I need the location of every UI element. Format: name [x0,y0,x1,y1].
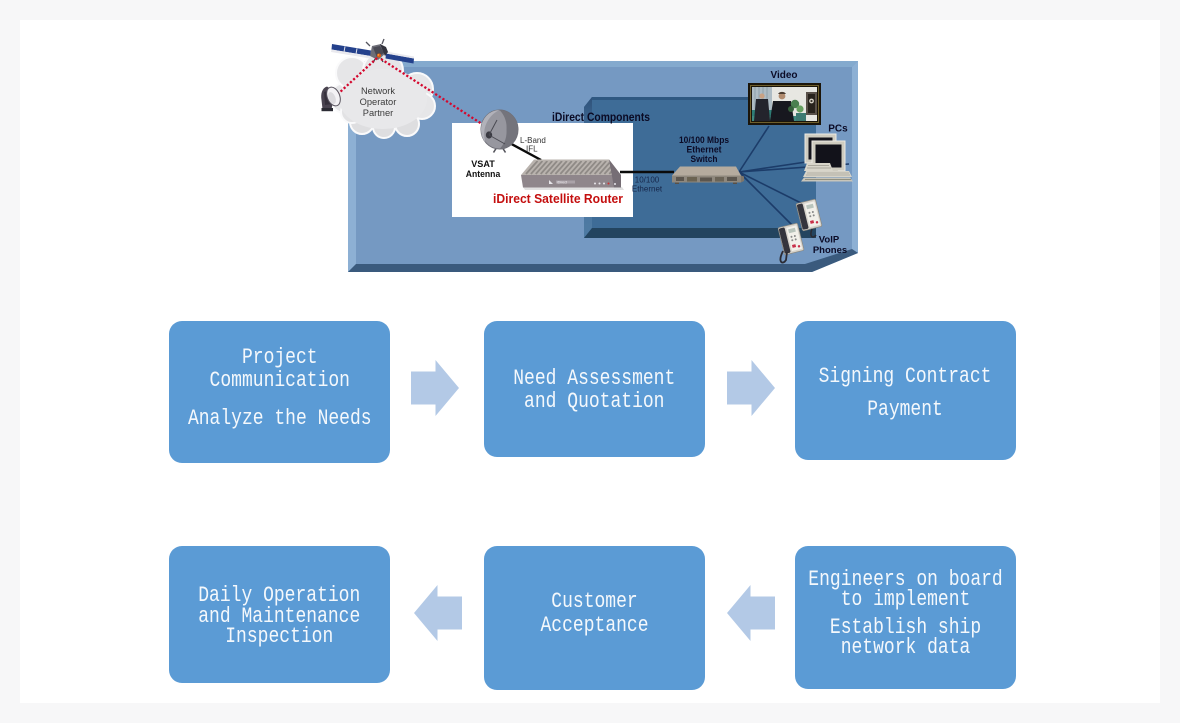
svg-text:10/100 Mbps: 10/100 Mbps [679,135,729,146]
svg-text:iDirect: iDirect [557,181,567,185]
svg-text:10/100: 10/100 [635,176,660,185]
svg-text:Operator: Operator [360,97,397,107]
svg-text:VSAT: VSAT [471,159,495,170]
svg-text:Ethernet: Ethernet [687,145,723,156]
svg-text:Phones: Phones [813,245,847,256]
svg-text:iDirect Components: iDirect Components [552,112,650,124]
svg-text:Network: Network [361,86,395,96]
svg-text:IFL: IFL [526,145,538,154]
svg-text:Partner: Partner [363,108,394,118]
svg-text:Antenna: Antenna [466,169,501,180]
svg-text:Switch: Switch [691,154,718,165]
svg-text:L-Band: L-Band [520,136,546,145]
svg-text:Ethernet: Ethernet [632,185,663,194]
svg-text:Video: Video [770,70,797,81]
svg-text:iDirect Satellite Router: iDirect Satellite Router [493,192,623,206]
svg-text:PCs: PCs [828,124,848,135]
svg-text:VoIP: VoIP [819,235,840,246]
